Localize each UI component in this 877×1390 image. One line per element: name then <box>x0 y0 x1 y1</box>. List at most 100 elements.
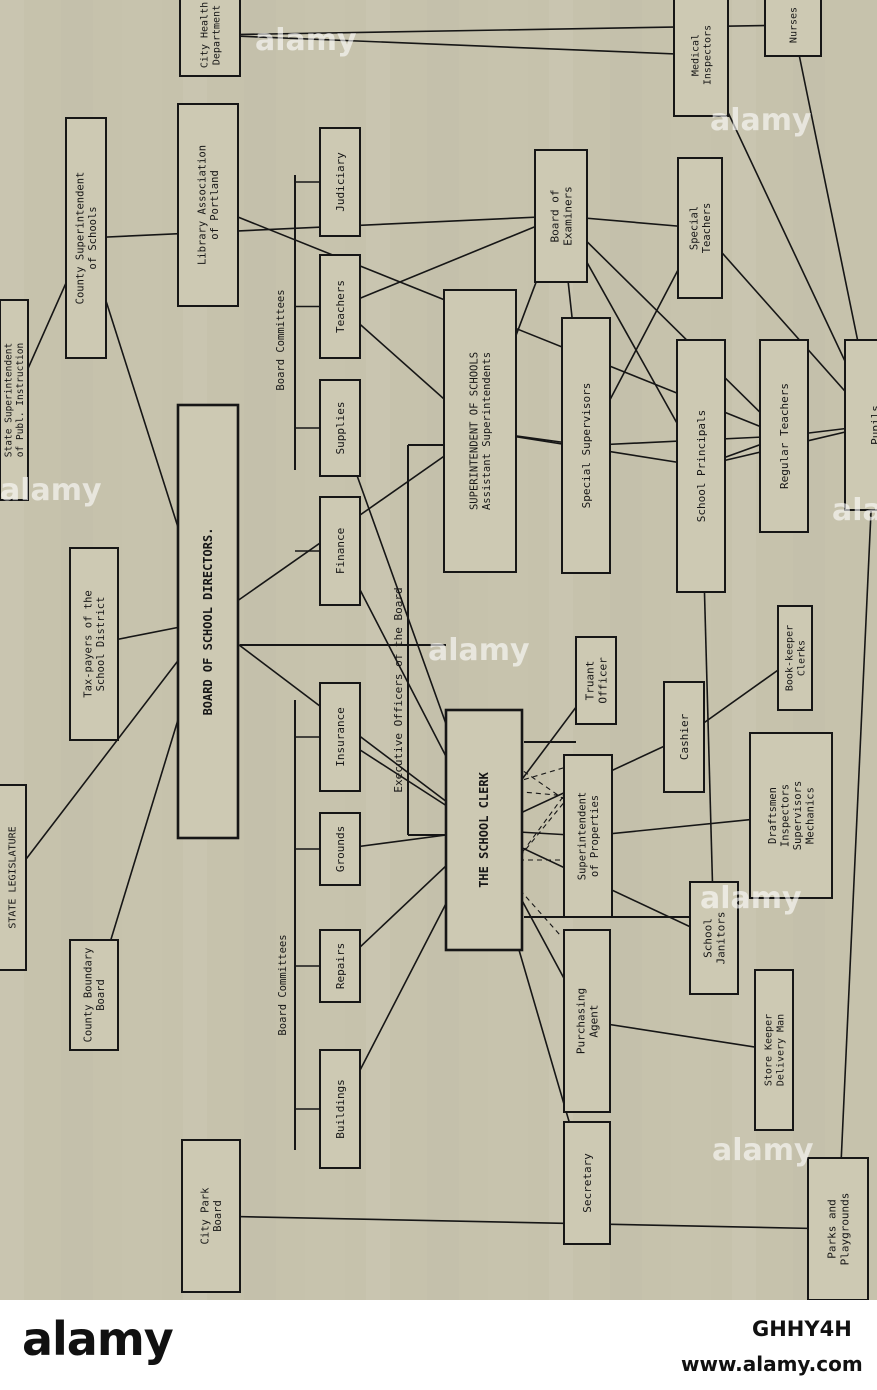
box-pupils <box>844 339 877 511</box>
label-taxpayers: Tax-payers of theSchool District <box>82 590 106 697</box>
label-purchasing-agent: PurchasingAgent <box>574 988 600 1054</box>
box-nurses <box>764 0 822 57</box>
watermark-mark: alamy <box>712 1133 814 1168</box>
paper-texture <box>244 0 276 1300</box>
label-special-teachers: SpecialTeachers <box>688 203 712 254</box>
box-repairs <box>319 929 361 1003</box>
label-judiciary: Judiciary <box>334 152 347 212</box>
connector-city-health-department-to-medical-inspectors <box>209 34 702 56</box>
box-insurance <box>319 682 361 792</box>
box-state-legislature <box>0 784 27 971</box>
label-cashier: Cashier <box>678 713 691 760</box>
label-executive-officers: Executive Officers of the Board <box>392 587 405 792</box>
box-library-association <box>177 103 239 307</box>
label-library-association: Library Associationof Portland <box>196 145 220 265</box>
box-bookkeeper <box>777 605 813 711</box>
watermark-mark: alamy <box>700 881 802 916</box>
label-truant-officer: TruantOfficer <box>583 657 609 704</box>
paper-texture <box>366 0 390 1300</box>
box-supplies <box>319 379 361 477</box>
connector-purchasing-agent-to-store-keeper <box>586 1020 775 1051</box>
label-state-legislature: STATE LEGISLATURE <box>8 826 19 928</box>
site-url: www.alamy.com <box>681 1352 863 1376</box>
watermark-mark: alamy <box>255 23 357 58</box>
label-superintendent-of-schools: SUPERINTENDENT OF SCHOOLSAssistant Super… <box>468 352 492 510</box>
label-city-health-department: City HealthDepartment <box>200 2 223 68</box>
connector-board-of-examiners-to-regular-teachers <box>560 215 785 437</box>
box-teachers-committee <box>319 254 361 359</box>
label-bookkeeper: Book-keeperClerks <box>785 625 808 691</box>
paper-texture <box>488 0 528 1300</box>
label-board-of-examiners: Board ofExaminers <box>548 186 574 246</box>
label-supplies: Supplies <box>334 402 347 455</box>
box-county-boundary-board <box>69 939 119 1051</box>
watermark-mark: alamy <box>710 103 812 138</box>
box-city-health-department <box>179 0 241 77</box>
box-superintendent-of-schools <box>443 289 517 573</box>
watermark-mark: alamy <box>0 473 102 508</box>
box-cashier <box>663 681 705 793</box>
label-secretary: Secretary <box>581 1153 594 1213</box>
paper-texture <box>122 0 162 1300</box>
alamy-logo: alamy <box>22 1312 174 1366</box>
watermark-mark: alamy <box>832 493 877 528</box>
label-school-principals: School Principals <box>695 410 708 523</box>
box-finance <box>319 496 361 606</box>
label-state-superintendent: State Superintendentof Publ. Instruction <box>4 343 26 457</box>
box-purchasing-agent <box>563 929 611 1113</box>
watermark-mark: alamy <box>428 633 530 668</box>
dashed-connector <box>519 889 561 936</box>
label-nurses: Nurses <box>789 7 800 43</box>
box-school-principals <box>676 339 726 593</box>
label-teachers-committee: Teachers <box>334 280 347 333</box>
box-medical-inspectors <box>673 0 729 117</box>
label-store-keeper: Store KeeperDelivery Man <box>764 1014 787 1086</box>
connector-pupils-to-parks-playgrounds <box>837 424 876 1230</box>
box-taxpayers <box>69 547 119 741</box>
box-county-superintendent <box>65 117 107 359</box>
box-secretary <box>563 1121 611 1245</box>
label-regular-teachers: Regular Teachers <box>778 383 791 489</box>
label-superintendent-of-properties: Superintendentof Properties <box>576 792 600 881</box>
label-insurance: Insurance <box>334 707 347 767</box>
image-id: GHHY4H <box>752 1317 852 1341</box>
connector-teachers-committee-to-board-of-examiners <box>339 215 562 308</box>
label-repairs: Repairs <box>334 943 347 989</box>
box-city-park-board <box>181 1139 241 1293</box>
label-school-janitors: SchoolJanitors <box>701 912 727 965</box>
label-county-superintendent: County Superintendentof Schools <box>74 172 98 305</box>
label-buildings: Buildings <box>334 1079 347 1139</box>
label-grounds: Grounds <box>334 826 347 872</box>
box-regular-teachers <box>759 339 809 533</box>
box-school-clerk <box>444 708 524 952</box>
label-board-committees-top: Board Committees <box>275 289 287 390</box>
connector-city-park-board-to-parks-playgrounds <box>210 1215 839 1230</box>
label-pupils: Pupils <box>869 405 877 445</box>
watermark-footer: alamy GHHY4H www.alamy.com <box>0 1300 877 1390</box>
box-draftsmen <box>749 732 833 899</box>
paper-texture <box>0 0 24 1300</box>
box-grounds <box>319 812 361 886</box>
label-parks-playgrounds: Parks andPlaygrounds <box>825 1193 851 1266</box>
box-special-supervisors <box>561 317 611 574</box>
label-board-of-directors: BOARD OF SCHOOL DIRECTORS. <box>201 528 215 716</box>
box-parks-playgrounds <box>807 1157 869 1300</box>
box-board-of-directors <box>176 403 240 840</box>
scanned-page: STATE LEGISLATURE County BoundaryBoard Tax… <box>0 0 877 1300</box>
paper-texture <box>427 0 459 1300</box>
paper-texture <box>732 0 756 1300</box>
label-county-boundary-board: County BoundaryBoard <box>82 948 106 1043</box>
box-special-teachers <box>677 157 723 299</box>
label-finance: Finance <box>334 528 347 574</box>
box-board-of-examiners <box>534 149 588 283</box>
label-school-clerk: THE SCHOOL CLERK <box>477 771 491 887</box>
box-superintendent-of-properties <box>563 754 613 918</box>
box-store-keeper <box>754 969 794 1131</box>
label-special-supervisors: Special Supervisors <box>580 383 593 509</box>
box-truant-officer <box>575 636 617 725</box>
org-chart: STATE LEGISLATURE County BoundaryBoard Tax… <box>0 0 877 1300</box>
box-judiciary <box>319 127 361 237</box>
box-school-janitors <box>689 881 739 995</box>
label-board-committees-bottom: Board Committees <box>277 934 289 1035</box>
label-city-park-board: City ParkBoard <box>199 1187 223 1245</box>
